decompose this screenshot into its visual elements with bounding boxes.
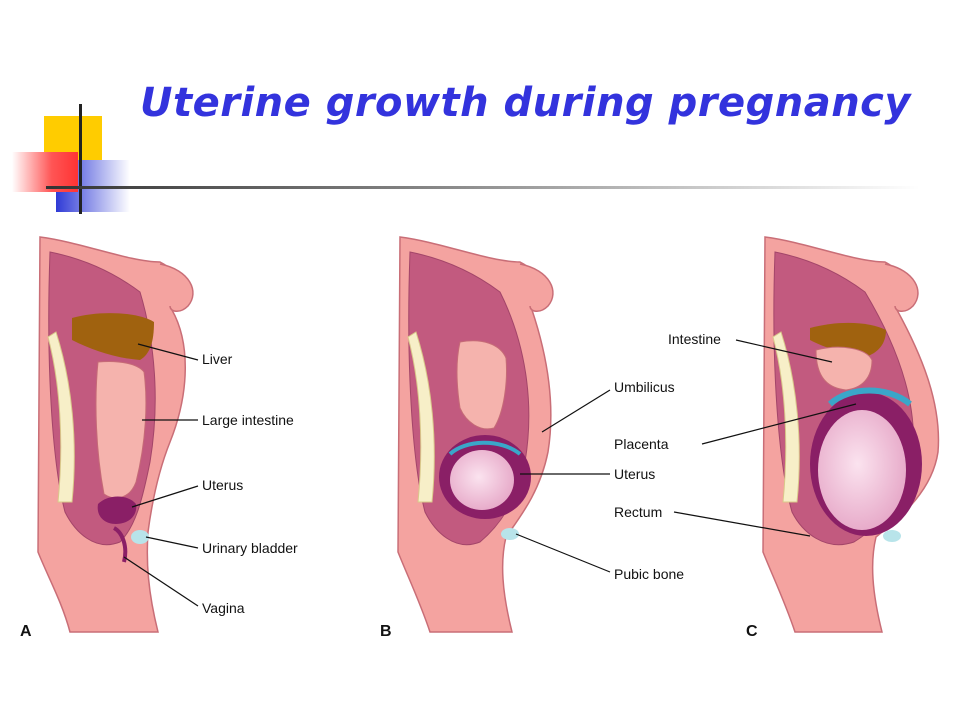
panel-letter-a: A — [20, 623, 32, 640]
label-umbilicus: Umbilicus — [614, 379, 675, 395]
label-uterus-b: Uterus — [614, 466, 655, 482]
breast-c — [884, 263, 919, 312]
title-decoration — [12, 104, 920, 214]
pregnancy-diagram: A Liver Large intestine Uterus Urinary b… — [20, 236, 940, 640]
placenta-c — [827, 387, 912, 407]
fetus-b — [450, 450, 514, 510]
bladder-c — [883, 530, 901, 542]
deco-vertical-line — [79, 104, 82, 214]
placenta-b — [448, 440, 522, 456]
panel-c: C Intestine Placenta Rectum — [614, 236, 940, 640]
leader-urinary-bladder — [145, 536, 199, 549]
spine-c — [772, 331, 800, 503]
label-large-intestine: Large intestine — [202, 412, 294, 428]
intestine-b — [456, 340, 507, 430]
label-pubic-bone: Pubic bone — [614, 566, 684, 582]
leader-uterus-a — [131, 485, 199, 508]
leader-liver — [137, 343, 199, 361]
label-intestine-c: Intestine — [668, 331, 721, 347]
leader-placenta — [701, 403, 857, 445]
uterus-a — [97, 496, 137, 524]
page-title: Uterine growth during pregnancy — [140, 80, 911, 126]
leader-rectum — [673, 511, 811, 537]
panel-letter-b: B — [380, 623, 392, 640]
leader-vagina — [123, 556, 199, 607]
large-intestine-a — [95, 361, 147, 499]
label-uterus-a: Uterus — [202, 477, 243, 493]
liver-a — [72, 313, 154, 360]
spine-a — [47, 331, 75, 503]
deco-red-square — [12, 152, 78, 192]
bladder-b — [501, 528, 519, 540]
leader-umbilicus — [541, 389, 611, 433]
label-liver: Liver — [202, 351, 233, 367]
label-rectum: Rectum — [614, 504, 662, 520]
panel-b: B Umbilicus Uterus Pubic bone — [380, 236, 684, 640]
breast-b — [519, 263, 554, 312]
fetus-c — [818, 410, 906, 530]
intestine-c — [815, 346, 873, 391]
label-placenta: Placenta — [614, 436, 669, 452]
bladder-a — [131, 530, 149, 544]
spine-b — [407, 331, 435, 503]
label-urinary-bladder: Urinary bladder — [202, 540, 298, 556]
breast-a — [159, 263, 194, 312]
panel-a: A Liver Large intestine Uterus Urinary b… — [20, 236, 298, 640]
leader-intestine-c — [735, 339, 833, 363]
label-vagina: Vagina — [202, 600, 245, 616]
title-rule — [46, 186, 920, 189]
leader-pubic-bone — [515, 533, 611, 573]
panel-letter-c: C — [746, 623, 758, 640]
